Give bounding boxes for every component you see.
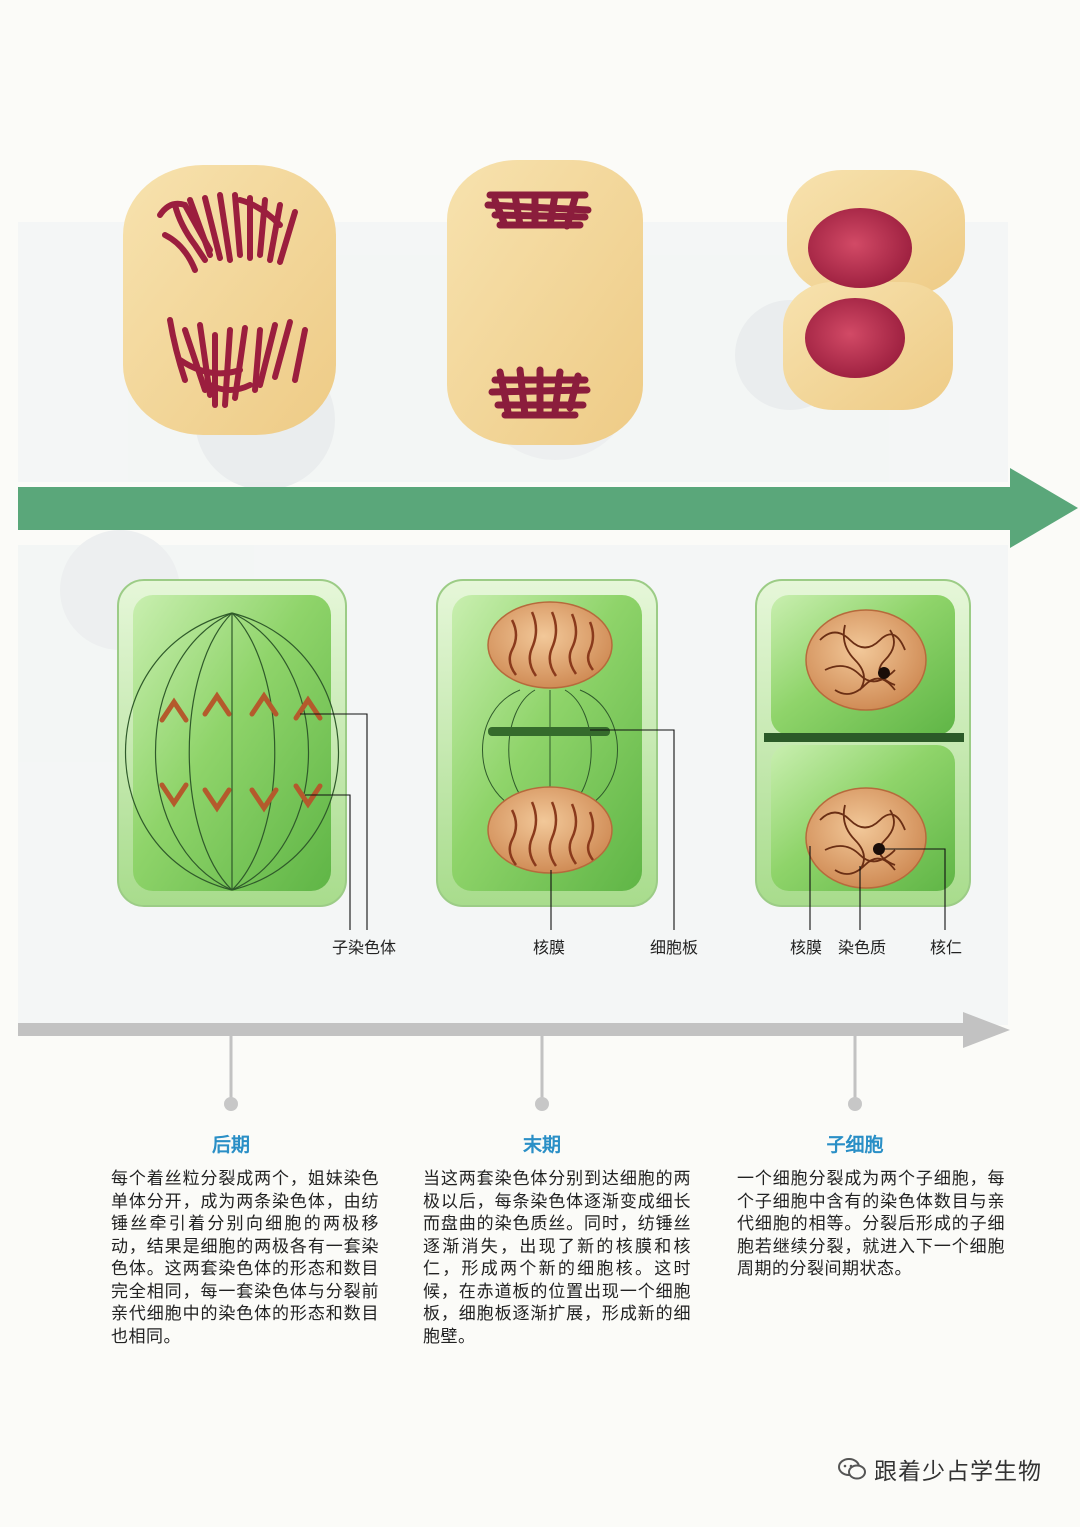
chromosome-cluster-bottom (488, 366, 591, 419)
micrograph-daughter-cells (783, 170, 965, 410)
cell-plate (488, 727, 610, 736)
watermark: 跟着少占学生物 (838, 1452, 1042, 1486)
label-leader-lines (300, 713, 946, 930)
chromosome-set-top (157, 192, 298, 273)
stage-description-daughter-cells: 一个细胞分裂成为两个子细胞，每个子细胞中含有的染色体数目与亲代细胞的相等。分裂后… (737, 1169, 1005, 1279)
label-chromatin: 染色质 (838, 938, 887, 957)
schematic-telophase-cell (436, 579, 658, 907)
spindle-fibers (125, 612, 339, 891)
chromosome-set-bottom (167, 317, 308, 408)
label-daughter-chromosome: 子染色体 (332, 938, 397, 957)
stage-title-daughter-cells: 子细胞 (826, 1134, 884, 1156)
daughter-chromosomes-bottom (159, 782, 323, 813)
daughter-nucleus-bottom (805, 787, 927, 889)
nucleus-bottom-micrograph (805, 298, 905, 378)
chromatin-network (819, 624, 906, 875)
chat-bubbles-icon (838, 1458, 866, 1480)
nucleus-top-micrograph (808, 208, 912, 288)
daughter-nucleus-top (805, 609, 927, 711)
nucleus-bottom-schematic (487, 786, 613, 874)
nucleolus-top (878, 667, 890, 679)
label-cell-plate: 细胞板 (650, 938, 699, 957)
timeline-arrow-green (18, 468, 1078, 548)
new-cell-wall (764, 733, 964, 742)
schematic-daughter-cells (755, 579, 971, 907)
stage-title-telophase: 末期 (522, 1134, 561, 1156)
label-nuclear-membrane-daughter: 核膜 (790, 938, 823, 957)
label-nuclear-membrane-telophase: 核膜 (533, 938, 566, 957)
stage-title-anaphase: 后期 (211, 1134, 250, 1156)
daughter-chromosomes-top (159, 691, 323, 723)
micrograph-anaphase (123, 165, 336, 435)
label-nucleolus: 核仁 (930, 938, 963, 957)
watermark-text: 跟着少占学生物 (874, 1459, 1042, 1485)
chromatin-threads (508, 611, 595, 867)
nucleus-top-schematic (487, 601, 613, 689)
schematic-anaphase-cell (117, 579, 347, 907)
stage-description-telophase: 当这两套染色体分别到达细胞的两极以后，每条染色体逐渐变成细长而盘曲的染色质丝。同… (423, 1169, 691, 1347)
micrograph-telophase (447, 160, 643, 445)
chromosome-cluster-top (484, 191, 592, 230)
stage-description-anaphase: 每个着丝粒分裂成两个，姐妹染色单体分开，成为两条染色体，由纺锤丝牵引着分别向细胞… (111, 1169, 379, 1347)
timeline-arrow-grey (18, 1012, 1010, 1111)
